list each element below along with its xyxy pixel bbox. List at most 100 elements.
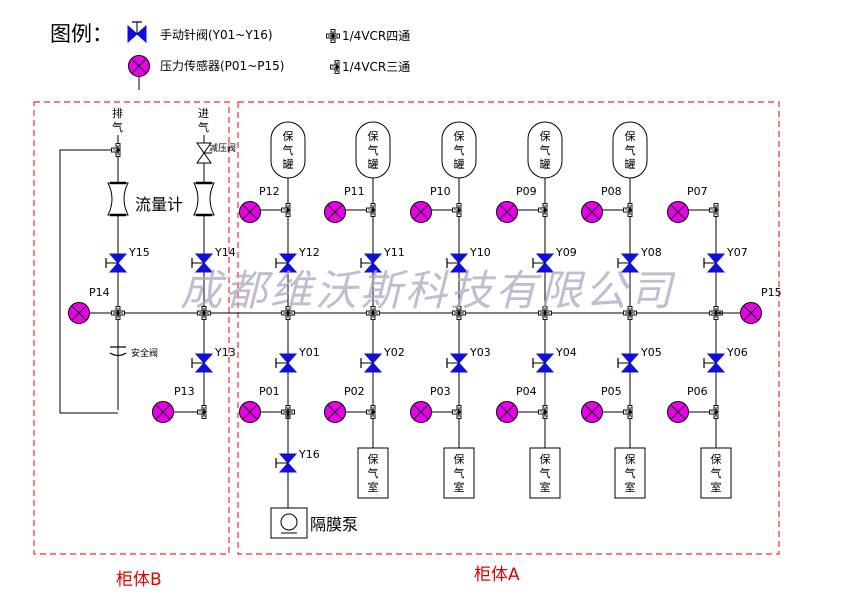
valve-y13[interactable] <box>191 353 213 373</box>
tee-fitting <box>281 203 291 217</box>
sensor-p02[interactable] <box>324 401 346 423</box>
sensor-p12[interactable] <box>239 201 261 223</box>
gas-chamber-text: 室 <box>625 480 636 494</box>
bottom-sensor-label: P01 <box>259 385 280 398</box>
gas-tank-text: 气 <box>540 143 551 157</box>
gas-chamber-5 <box>614 447 646 499</box>
sensor-p14-label: P14 <box>89 286 110 299</box>
exhaust-label-1: 排 <box>112 106 123 120</box>
sensor-p07[interactable] <box>667 201 689 223</box>
gas-chamber-text: 保 <box>454 452 465 466</box>
bottom-sensor-label: P05 <box>601 385 622 398</box>
top-valve-label: Y09 <box>555 246 577 259</box>
valve-y16[interactable] <box>275 453 297 473</box>
gas-chamber-text: 室 <box>368 480 379 494</box>
bottom-valve-label: Y02 <box>383 346 405 359</box>
valve-y07[interactable] <box>703 253 725 273</box>
gas-chamber-text: 保 <box>625 452 636 466</box>
bottom-sensor-label: P06 <box>687 385 708 398</box>
tee-fitting <box>538 203 548 217</box>
bottom-sensor-label: P03 <box>430 385 451 398</box>
tee-fitting-b3 <box>197 405 207 419</box>
fitting <box>709 405 719 419</box>
valve-y06[interactable] <box>703 353 725 373</box>
sensor-p03[interactable] <box>410 401 432 423</box>
sensor-p15[interactable] <box>740 302 762 324</box>
legend-tee-label: 1/4VCR三通 <box>342 60 410 74</box>
sensor-p11[interactable] <box>324 201 346 223</box>
gas-tank-text: 罐 <box>454 158 465 171</box>
legend-sensor-label: 压力传感器(P01~P15) <box>160 58 284 73</box>
sensor-p06[interactable] <box>667 401 689 423</box>
pump-label: 隔膜泵 <box>310 515 358 534</box>
tee-fitting <box>623 203 633 217</box>
sensor-p09[interactable] <box>496 201 518 223</box>
gas-tank-text: 罐 <box>540 158 551 171</box>
sensor-p01[interactable] <box>239 401 261 423</box>
fitting <box>538 405 548 419</box>
gas-chamber-6 <box>700 447 732 499</box>
legend-tee-icon <box>330 60 340 74</box>
sensor-p14[interactable] <box>68 302 90 324</box>
gas-tank-1 <box>270 121 306 179</box>
valve-y16-label: Y16 <box>298 448 320 461</box>
fitting <box>452 405 462 419</box>
gas-tank-2 <box>355 121 391 179</box>
gas-chamber-text: 气 <box>368 466 379 480</box>
safety-valve-label: 安全阀 <box>131 347 158 359</box>
gas-tank-text: 保 <box>283 129 294 143</box>
cabinet-a: 保气罐P12Y12Y01P01保气罐P11Y11Y02P02保气室保气罐P10Y… <box>239 121 748 499</box>
gas-chamber-text: 气 <box>454 466 465 480</box>
exhaust-tee <box>111 143 121 157</box>
gas-chamber-text: 室 <box>711 480 722 494</box>
sensor-p08[interactable] <box>581 201 603 223</box>
legend-valve-label: 手动针阀(Y01~Y16) <box>160 27 273 42</box>
gas-tank-text: 保 <box>454 129 465 143</box>
gas-tank-3 <box>441 121 477 179</box>
gas-chamber-text: 保 <box>368 452 379 466</box>
top-sensor-label: P11 <box>344 185 365 198</box>
gas-chamber-text: 室 <box>540 480 551 494</box>
tee-fitting <box>452 203 462 217</box>
pressure-reducer <box>196 142 212 164</box>
cross-fitting-b1 <box>111 306 125 320</box>
legend: 图例： 手动针阀(Y01~Y16) 压力传感器(P01~P15) 1/4VCR四… <box>50 21 410 90</box>
gas-chamber-text: 保 <box>711 452 722 466</box>
valve-y15-label: Y15 <box>128 246 150 259</box>
cabinet-a-label: 柜体A <box>474 565 520 585</box>
sensor-p15-label: P15 <box>761 286 782 299</box>
sensor-p05[interactable] <box>581 401 603 423</box>
top-valve-label: Y11 <box>383 246 405 259</box>
legend-title: 图例： <box>50 22 113 46</box>
gas-chamber-3 <box>443 447 475 499</box>
gas-tank-text: 保 <box>368 129 379 143</box>
top-valve-label: Y07 <box>726 246 748 259</box>
gas-tank-text: 气 <box>625 143 636 157</box>
valve-y04[interactable] <box>532 353 554 373</box>
safety-valve <box>109 346 127 357</box>
gas-tank-text: 保 <box>625 129 636 143</box>
sensor-p10[interactable] <box>410 201 432 223</box>
valve-y01[interactable] <box>275 353 297 373</box>
legend-sensor-icon <box>128 55 150 90</box>
valve-y02[interactable] <box>360 353 382 373</box>
bottom-sensor-label: P02 <box>344 385 365 398</box>
watermark: 成都维沃斯科技有限公司 <box>180 266 676 315</box>
sensor-p04[interactable] <box>496 401 518 423</box>
sensor-p13[interactable] <box>152 401 174 423</box>
gas-chamber-2 <box>357 447 389 499</box>
reducer-label: 减压阀 <box>209 142 236 154</box>
diaphragm-pump[interactable] <box>270 412 308 539</box>
fitting <box>366 405 376 419</box>
valve-y05[interactable] <box>617 353 639 373</box>
gas-tank-5 <box>612 121 648 179</box>
top-valve-label: Y10 <box>469 246 491 259</box>
gas-tank-text: 罐 <box>283 158 294 171</box>
cabinet-a-border <box>237 101 780 555</box>
inlet-label-2: 气 <box>198 120 209 134</box>
legend-valve-icon <box>127 21 147 43</box>
exhaust-label-2: 气 <box>112 120 123 134</box>
gas-tank-text: 罐 <box>625 158 636 171</box>
valve-y03[interactable] <box>446 353 468 373</box>
valve-y15[interactable] <box>105 253 127 273</box>
